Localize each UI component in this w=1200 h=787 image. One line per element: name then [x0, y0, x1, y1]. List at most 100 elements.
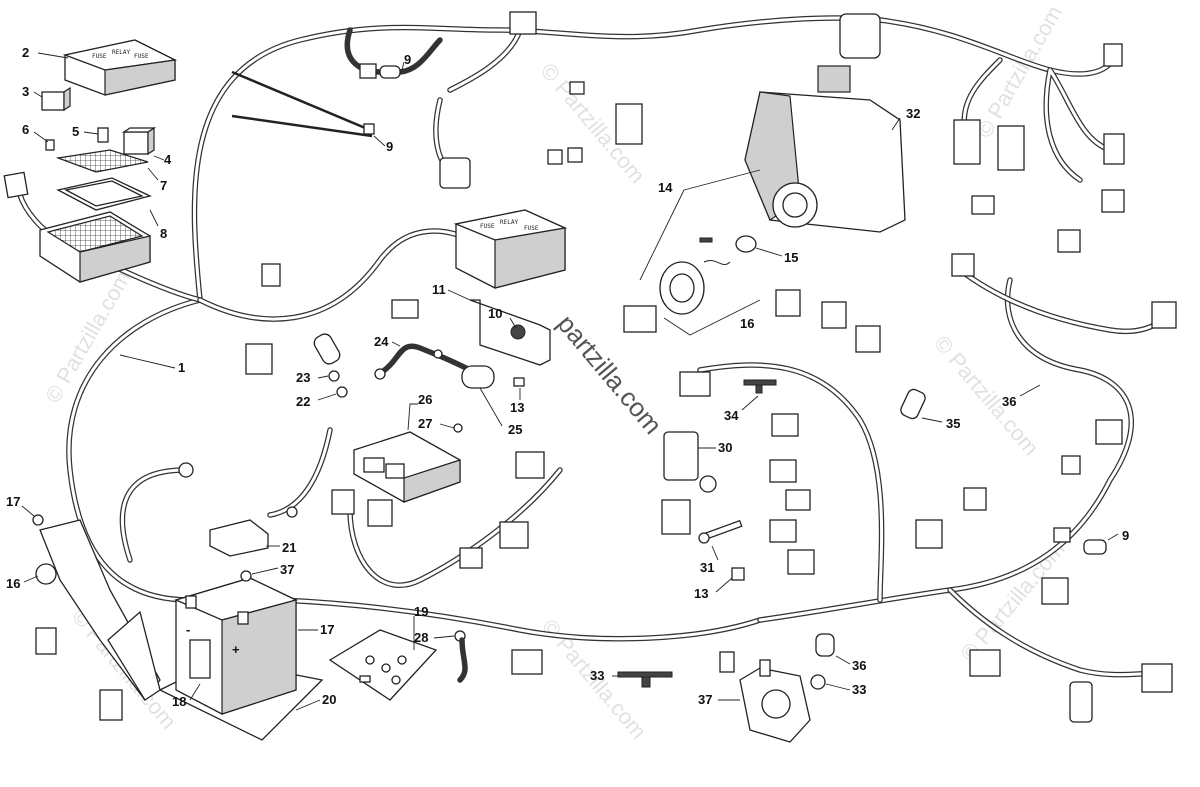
cable-27 — [374, 343, 473, 380]
ecu-module — [353, 431, 461, 503]
fuse-box-seal — [55, 149, 149, 173]
lower-center-connectors — [459, 547, 543, 675]
callout-15: 16 — [740, 316, 754, 331]
callout-6: 6 — [22, 122, 29, 137]
headlight-socket — [659, 260, 731, 315]
callout-39: 37 — [280, 562, 294, 577]
fuse-box-gasket — [56, 177, 152, 211]
right-mid-connectors — [915, 419, 1123, 549]
callout-18: 16 — [6, 576, 20, 591]
fuse-blade — [97, 127, 109, 143]
callout-33: 31 — [700, 560, 714, 575]
callout-8: 8 — [160, 226, 167, 241]
callout-10: 9 — [386, 139, 393, 154]
starter-solenoid — [719, 651, 811, 743]
fuse-box-base — [3, 171, 151, 283]
ground-bolt-31 — [454, 630, 468, 683]
callout-36: 37 — [698, 692, 712, 707]
relay-box-center: FUSE RELAY FUSE — [453, 209, 568, 289]
boot-37-top — [900, 388, 926, 420]
callout-28: 25 — [508, 422, 522, 437]
bracket-12 — [469, 299, 551, 366]
callout-16: 15 — [784, 250, 798, 265]
screw-30 — [453, 423, 463, 433]
callout-32: 30 — [718, 440, 732, 455]
relay-box-label-right: FUSE — [524, 225, 539, 232]
callout-20: 17 — [320, 622, 334, 637]
misc-connectors — [178, 263, 657, 518]
throttle-pedal — [35, 519, 161, 721]
right-upper-connectors — [951, 43, 1177, 329]
battery-strap-39 — [240, 570, 252, 582]
callout-9-right: 9 — [1122, 528, 1129, 543]
callout-2: 2 — [22, 45, 29, 60]
callout-37-lower: 36 — [852, 658, 866, 673]
screw-17-lower — [810, 674, 826, 690]
battery-plus: + — [232, 642, 240, 657]
callout-14: 14 — [658, 180, 673, 195]
ring-terminal-26 — [328, 370, 340, 382]
fuse-box-label-right: FUSE — [134, 53, 149, 60]
callout-13-top: 13 — [510, 400, 524, 415]
callout-17-top: 32 — [906, 106, 920, 121]
bolt-33 — [698, 519, 743, 544]
battery-cover-24 — [209, 519, 269, 557]
cable-ties — [231, 70, 375, 138]
callout-31: 28 — [414, 630, 428, 645]
nut-13-top — [513, 377, 525, 387]
boot-28 — [461, 365, 495, 389]
right-lower-connectors — [969, 577, 1173, 723]
ring-terminal-25 — [336, 386, 348, 398]
ecu-connectors — [331, 489, 393, 527]
callout-35: 34 — [724, 408, 739, 423]
headlight-housing — [744, 91, 906, 233]
callout-21: 18 — [172, 694, 186, 709]
connector-9-right — [1053, 527, 1107, 555]
callout-12: 11 — [432, 282, 446, 297]
boot-37-lower — [815, 633, 835, 657]
clip-35 — [743, 379, 777, 394]
callout-1: 1 — [178, 360, 185, 375]
hardware-kit-22 — [328, 629, 438, 701]
fuse-box-cover: FUSE RELAY FUSE — [62, 39, 178, 96]
relay-small — [41, 86, 71, 112]
callout-19: 17 — [6, 494, 20, 509]
callout-25: 22 — [296, 394, 310, 409]
callout-34: 33 — [590, 668, 604, 683]
headlight-bulb — [699, 235, 757, 253]
callout-24: 21 — [282, 540, 296, 555]
nut-13-lower — [731, 567, 745, 581]
connector-9-top — [344, 27, 443, 79]
upper-connectors — [439, 11, 881, 189]
callout-29: 26 — [418, 392, 432, 407]
clip-34 — [617, 671, 673, 688]
callout-22: 19 — [414, 604, 428, 619]
watermark-copyright-4: © Partzilla.com — [929, 331, 1043, 461]
relay-box-label-left: FUSE — [480, 223, 495, 230]
callout-11: 10 — [488, 306, 502, 321]
terminal-boot — [313, 333, 341, 365]
callout-13-lower: 13 — [694, 586, 708, 601]
relay-box-label-mid: RELAY — [500, 219, 518, 226]
battery: - + — [174, 577, 298, 715]
callout-5: 5 — [72, 124, 79, 139]
sensor-32 — [663, 431, 717, 493]
fuse-box-label-left: FUSE — [92, 53, 107, 60]
callout-23: 20 — [322, 692, 336, 707]
callout-17-lower: 33 — [852, 682, 866, 697]
relay-cube — [121, 126, 157, 156]
callout-7: 7 — [160, 178, 167, 193]
screw-19 — [32, 514, 44, 526]
center-connector-cluster — [499, 289, 881, 575]
callout-38: 36 — [1002, 394, 1016, 409]
callout-27: 24 — [374, 334, 389, 349]
battery-minus: - — [186, 622, 190, 637]
callout-37-top: 35 — [946, 416, 960, 431]
callout-4: 4 — [164, 152, 172, 167]
callout-3: 3 — [22, 84, 29, 99]
callout-30: 27 — [418, 416, 432, 431]
fuse-box-label-mid: RELAY — [112, 49, 130, 56]
callout-26: 23 — [296, 370, 310, 385]
fuse-mini — [45, 139, 55, 151]
